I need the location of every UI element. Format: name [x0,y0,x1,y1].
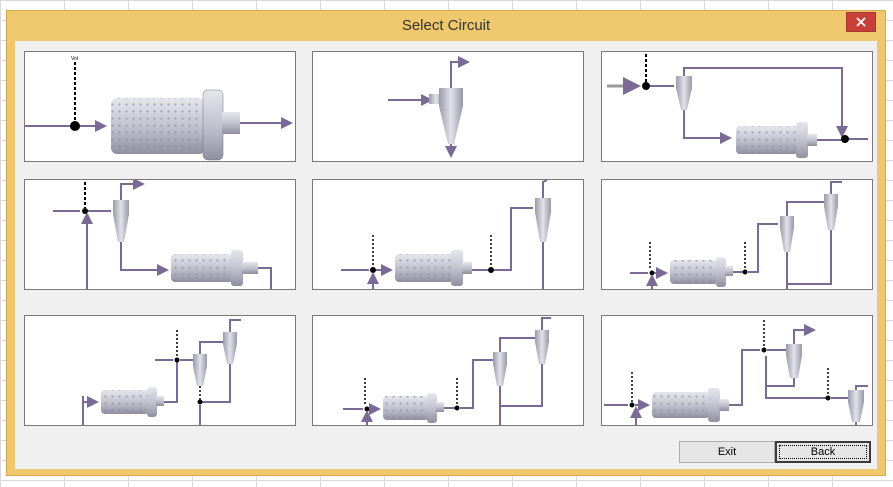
circuit-option-4[interactable] [24,179,296,290]
circuit-option-8[interactable] [312,315,584,426]
cyclone-mill-circuit-diagram [607,54,868,158]
mill-two-cyclones-series-diagram [630,181,842,289]
mill-two-cyclones-complex-diagram [604,320,868,425]
cyclone-mill-return-diagram [53,180,272,289]
back-button[interactable]: Back [775,441,871,463]
feed-label: Vol [71,56,78,62]
title-bar[interactable]: Select Circuit [7,11,885,41]
circuit-option-1[interactable]: Vol [24,51,296,162]
circuit-option-2[interactable] [312,51,584,162]
dialog-body: Vol [15,41,877,469]
circuit-option-5[interactable] [312,179,584,290]
mill-two-cyclones-series-b-diagram [343,317,551,425]
circuit-option-6[interactable] [601,179,873,290]
close-icon [856,17,866,27]
back-button-label: Back [810,446,836,458]
mill-cyclone-return-diagram [341,180,551,289]
circuit-option-3[interactable] [601,51,873,162]
cyclone-circuit-diagram [388,56,470,158]
dialog-title: Select Circuit [401,17,491,34]
exit-button[interactable]: Exit [679,441,775,463]
mill-circuit-diagram: Vol [25,56,293,161]
mill-two-cyclones-parallel-diagram [82,319,241,425]
select-circuit-dialog: Select Circuit [6,10,886,476]
circuit-option-7[interactable] [24,315,296,426]
circuit-option-9[interactable] [601,315,873,426]
focus-rectangle [779,445,867,459]
close-button[interactable] [846,12,876,32]
